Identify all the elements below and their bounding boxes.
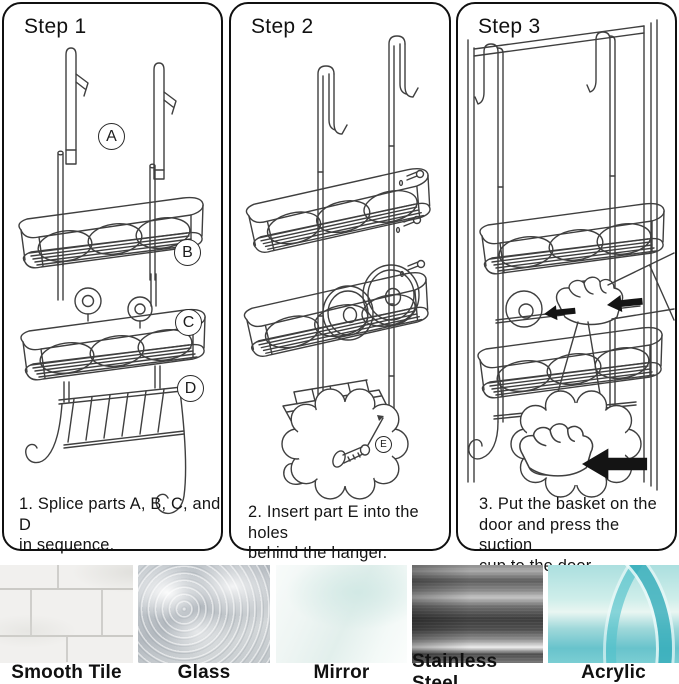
label-mirror: Mirror	[313, 661, 370, 683]
step3-illustration	[467, 19, 675, 498]
step-1-panel: Step 1 A B C D 1. Splice parts A, B, C, …	[2, 2, 223, 554]
caption-line: 2. Insert part E into the holes	[248, 503, 419, 542]
label-glass: Glass	[177, 661, 231, 683]
part-label-e: E	[375, 436, 392, 453]
part-label-c: C	[175, 309, 202, 336]
swatch-stainless-steel	[412, 565, 543, 663]
caption-line: 3. Put the basket on the	[479, 495, 657, 513]
acrylic-curve	[548, 565, 672, 663]
step-3-panel: Step 3 3. Put the basket on the door and…	[456, 2, 677, 575]
step-1-caption: 1. Splice parts A, B, C, and D in sequen…	[19, 494, 221, 556]
step-2-caption: 2. Insert part E into the holes behind t…	[248, 502, 449, 564]
step-3-title: Step 3	[478, 15, 541, 38]
part-label-d: D	[177, 375, 204, 402]
part-label-b: B	[174, 239, 201, 266]
part-label-a: A	[98, 123, 125, 150]
swatch-mirror	[276, 565, 407, 663]
step-2-panel: Step 2 E 2. Insert part E into the holes…	[229, 2, 451, 562]
label-smooth-tile: Smooth Tile	[11, 661, 122, 683]
swatch-glass	[138, 565, 270, 663]
step2-illustration	[241, 35, 435, 500]
swatch-acrylic	[548, 565, 679, 663]
caption-line: in sequence.	[19, 536, 115, 555]
swatch-smooth-tile	[0, 565, 133, 663]
step1-illustration	[18, 47, 206, 515]
step-2-title: Step 2	[251, 15, 314, 38]
caption-line: behind the hanger.	[248, 544, 388, 563]
caption-line: 1. Splice parts A, B, C, and D	[19, 495, 221, 534]
label-stainless-steel: Stainless Steel	[412, 650, 498, 684]
step-1-title: Step 1	[24, 15, 87, 38]
label-acrylic: Acrylic	[581, 661, 646, 683]
caption-line: door and press the suction	[479, 515, 620, 555]
